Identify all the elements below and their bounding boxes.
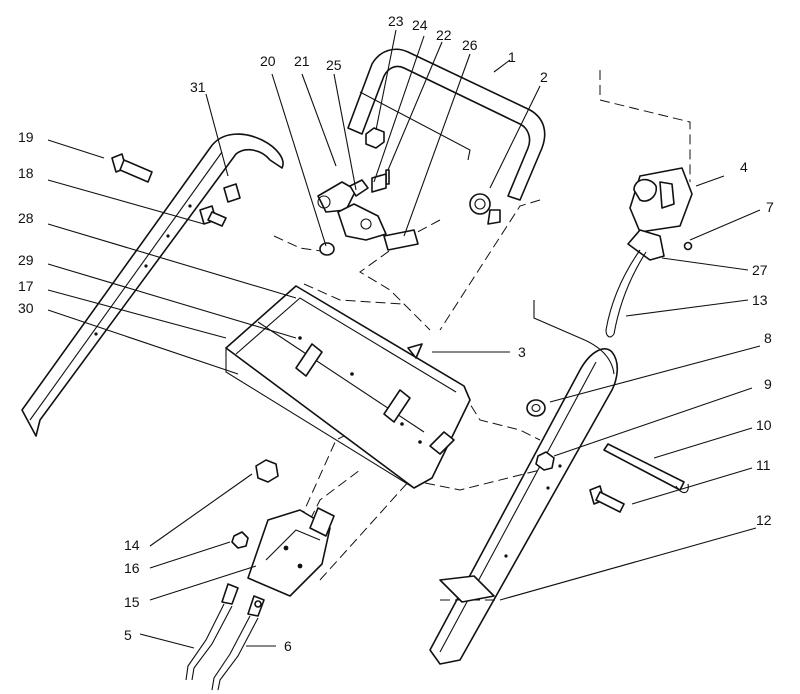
- callout-10: 10: [756, 417, 772, 433]
- cable-6: [211, 595, 265, 691]
- washer-20: [319, 242, 335, 256]
- callout-30: 30: [18, 300, 34, 316]
- nut-23: [365, 127, 385, 149]
- rod-10: [603, 443, 689, 494]
- throttle-cable: [605, 249, 647, 338]
- callout-23: 23: [388, 13, 404, 29]
- bolt-11: [589, 485, 625, 513]
- callout-26: 26: [462, 37, 478, 53]
- callout-2: 2: [540, 69, 548, 85]
- bolt-19: [111, 153, 153, 183]
- callout-14: 14: [124, 537, 140, 553]
- callout-22: 22: [436, 27, 452, 43]
- callout-29: 29: [18, 252, 34, 268]
- leader-lines: [47, 29, 761, 649]
- callout-11: 11: [756, 457, 771, 473]
- washer-7: [683, 241, 693, 251]
- lever-assembly: [337, 203, 387, 241]
- callout-15: 15: [124, 594, 140, 610]
- callout-17: 17: [18, 278, 34, 294]
- spring-washer-2: [469, 193, 501, 225]
- nut-16: [231, 531, 249, 549]
- callout-31: 31: [190, 79, 206, 95]
- callout-25: 25: [326, 57, 342, 73]
- screw-3: [407, 343, 423, 359]
- callout-7: 7: [766, 199, 774, 215]
- shaft-26: [383, 229, 419, 251]
- callout-5: 5: [124, 627, 132, 643]
- callout-3: 3: [518, 344, 526, 360]
- callout-18: 18: [18, 165, 34, 181]
- cable-5: [185, 583, 239, 681]
- cable-clip-12: [439, 575, 495, 603]
- bolt-18: [199, 205, 227, 227]
- callout-12: 12: [756, 512, 772, 528]
- bolt-31: [223, 183, 241, 203]
- callout-labels: 1 2 3 4 5 6 7 8 9 10 11 12 13 14 15 16 1…: [18, 13, 774, 654]
- nut-14: [255, 459, 279, 483]
- control-bracket: [225, 285, 471, 489]
- nut-9: [535, 451, 555, 471]
- callout-20: 20: [260, 53, 276, 69]
- upper-handle-loop: [347, 48, 546, 201]
- washer-8: [526, 399, 546, 417]
- callout-8: 8: [764, 330, 772, 346]
- callout-6: 6: [284, 638, 292, 654]
- callout-9: 9: [764, 376, 772, 392]
- lever-21: [317, 181, 357, 213]
- lower-bracket: [247, 507, 335, 597]
- callout-27: 27: [752, 262, 768, 278]
- callout-21: 21: [294, 53, 310, 69]
- callout-24: 24: [412, 17, 428, 33]
- throttle-control: [627, 167, 693, 261]
- callout-1: 1: [508, 49, 516, 65]
- callout-16: 16: [124, 560, 140, 576]
- callout-13: 13: [752, 292, 768, 308]
- left-handle-tube: [21, 133, 284, 437]
- callout-4: 4: [740, 159, 748, 175]
- callout-28: 28: [18, 210, 34, 226]
- clip-24: [371, 173, 387, 193]
- callout-19: 19: [18, 129, 34, 145]
